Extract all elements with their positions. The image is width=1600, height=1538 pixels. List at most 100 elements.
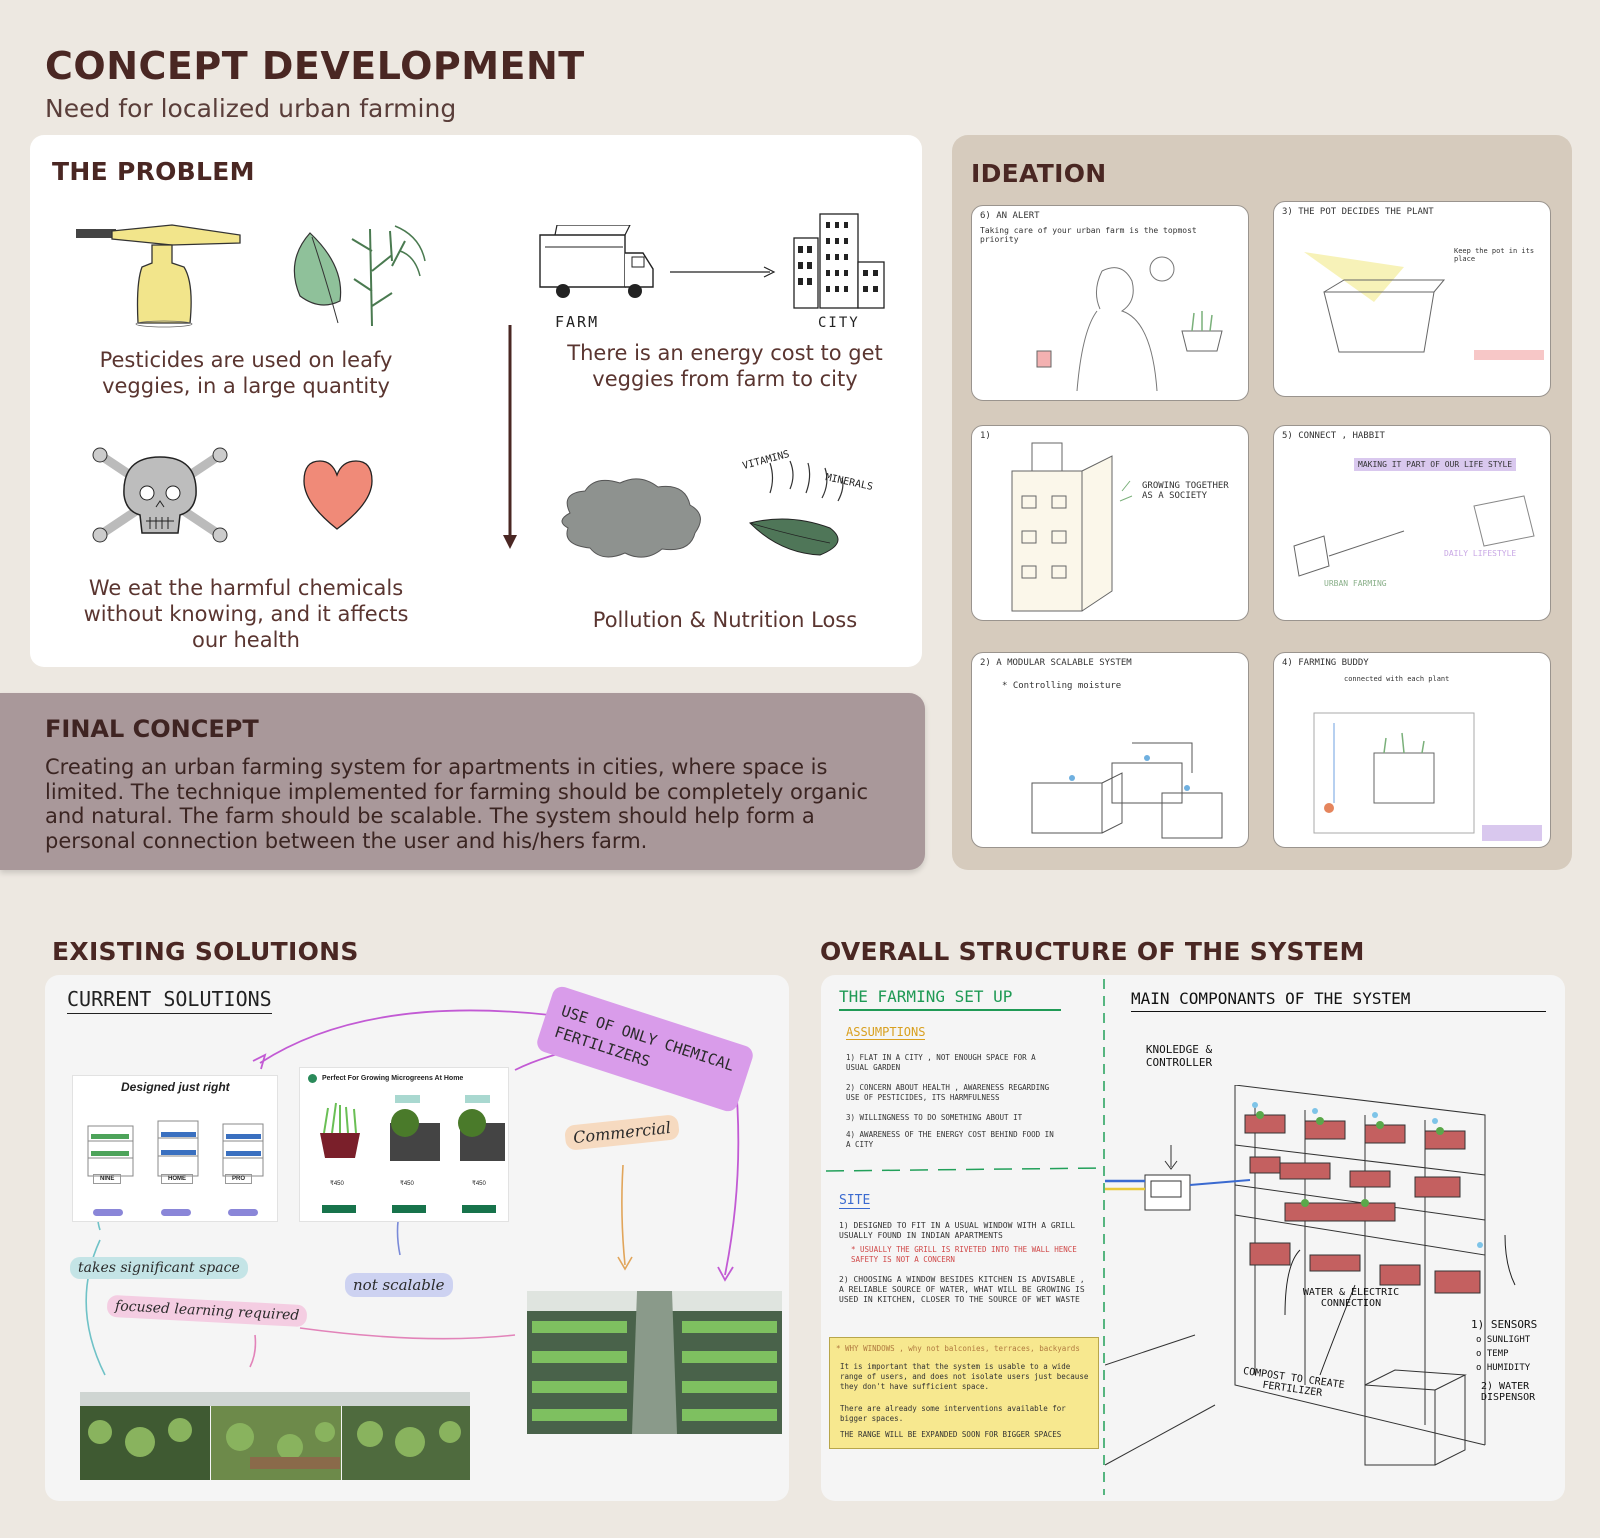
assumptions-title: ASSUMPTIONS: [846, 1025, 926, 1040]
overall-structure-heading: OVERALL STRUCTURE OF THE SYSTEM: [820, 937, 1365, 966]
problem-heading: THE PROBLEM: [52, 157, 255, 186]
why-windows-title: * WHY WINDOWS , why not balconies, terra…: [836, 1344, 1080, 1353]
why-windows-line: There are already some interventions ava…: [840, 1404, 1066, 1423]
product-card-stacked-racks: Designed just right NINE HOME PRO: [72, 1075, 278, 1222]
site-item: 1) DESIGNED TO FIT IN A USUAL WINDOW WIT…: [839, 1221, 1076, 1240]
scalable-note: not scalable: [345, 1273, 453, 1297]
health-caption: We eat the harmful chemicals without kno…: [83, 576, 409, 652]
ideation-sketch-label: 1): [980, 431, 991, 441]
ideation-sketch-label: 6) AN ALERT: [980, 211, 1040, 221]
spray-bottle-icon: [76, 224, 241, 328]
assumption-item: 3) WILLINGNESS TO DO SOMETHING ABOUT IT: [846, 1113, 1023, 1122]
current-solutions-title: CURRENT SOLUTIONS: [67, 987, 272, 1014]
final-concept-body: Creating an urban farming system for apa…: [45, 755, 869, 853]
farm-to-city-arrow: [670, 266, 776, 278]
problem-card: THE PROBLEM Pesticides are used on leafy…: [30, 135, 922, 667]
sensor-item: o TEMP: [1476, 1349, 1509, 1359]
product-card-title: Designed just right: [121, 1080, 230, 1094]
smoke-cloud-icon: [561, 478, 701, 558]
greenhouse-photo-strip: [80, 1392, 470, 1480]
ideation-sketch-label: 4) FARMING BUDDY: [1282, 658, 1369, 668]
microgreens-images: [320, 1095, 505, 1161]
connect-sketch-icon: URBAN FARMING DAILY LIFESTYLE: [1293, 495, 1535, 588]
city-label: CITY: [818, 315, 860, 331]
existing-solutions-heading: EXISTING SOLUTIONS: [52, 937, 359, 966]
water-connection-label: WATER & ELECTRIC CONNECTION: [1302, 1287, 1400, 1309]
price-label: ₹450: [472, 1181, 486, 1187]
ideation-sketch-note: GROWING TOGETHER AS A SOCIETY: [1142, 481, 1229, 501]
farm-label: FARM: [555, 313, 600, 331]
assumption-item: 4) AWARENESS OF THE ENERGY COST BEHIND F…: [846, 1130, 1054, 1149]
add-to-cart-button[interactable]: [392, 1205, 426, 1213]
pesticide-caption: Pesticides are used on leafy veggies, in…: [99, 348, 393, 398]
sensor-item: o HUMIDITY: [1476, 1363, 1531, 1373]
tier-label: PRO: [225, 1174, 253, 1184]
price-label: ₹450: [330, 1181, 344, 1187]
rack-images: [87, 1120, 264, 1177]
existing-solutions-board: CURRENT SOLUTIONS USE OF ONLY CHEMICAL F…: [45, 975, 789, 1501]
site-title: SITE: [839, 1193, 871, 1209]
ideation-sketch-society: 1) GROWING TOGETHER AS A SOCIETY: [971, 425, 1249, 621]
ideation-sketch-alert: 6) AN ALERT Taking care of your urban fa…: [971, 205, 1249, 401]
ideation-sketch-modular: 2) A MODULAR SCALABLE SYSTEM * Controlli…: [971, 652, 1249, 848]
svg-text:URBAN FARMING: URBAN FARMING: [1324, 579, 1387, 588]
tier-label: HOME: [161, 1174, 193, 1184]
sensor-item: o SUNLIGHT: [1476, 1335, 1531, 1345]
problem-divider-arrow: [503, 325, 517, 549]
truck-icon: [539, 225, 654, 298]
ideation-sketch-buddy: 4) FARMING BUDDY connected with each pla…: [1273, 652, 1551, 848]
ideation-sketch-note: connected with each plant: [1344, 675, 1450, 683]
final-concept-title: FINAL CONCEPT: [45, 715, 259, 743]
pot-sketch-icon: [1304, 252, 1544, 360]
ideation-sketch-note: Keep the pot in its place: [1454, 247, 1535, 263]
page-title: CONCEPT DEVELOPMENT: [45, 44, 585, 88]
ideation-sketch-label: 2) A MODULAR SCALABLE SYSTEM: [980, 658, 1132, 668]
site-item: 2) CHOOSING A WINDOW BESIDES KITCHEN IS …: [839, 1275, 1085, 1304]
product-card-title: Perfect For Growing Microgreens At Home: [322, 1075, 464, 1082]
final-concept-card: FINAL CONCEPT Creating an urban farming …: [0, 693, 925, 870]
sensors-label: 1) SENSORS: [1471, 1318, 1538, 1331]
city-buildings-icon: [793, 213, 885, 309]
ideation-card: IDEATION 6) AN ALERT Taking care of your…: [952, 135, 1572, 870]
space-note: takes significant space: [70, 1257, 248, 1279]
ideation-sketch-habbit: 5) CONNECT , HABBIT MAKING IT PART OF OU…: [1273, 425, 1551, 621]
assumption-item: 1) FLAT IN A CITY , NOT ENOUGH SPACE FOR…: [846, 1053, 1036, 1072]
wilting-leaves-icon: [749, 460, 844, 556]
buy-button[interactable]: [228, 1209, 258, 1216]
vertical-farm-photo: [527, 1291, 782, 1434]
energy-cost-caption: There is an energy cost to get veggies f…: [567, 341, 883, 391]
assumption-item: 2) CONCERN ABOUT HEALTH , AWARENESS REGA…: [846, 1083, 1050, 1102]
why-windows-note: * WHY WINDOWS , why not balconies, terra…: [829, 1337, 1099, 1449]
page-subtitle: Need for localized urban farming: [45, 94, 457, 123]
why-windows-line: It is important that the system is usabl…: [840, 1362, 1089, 1391]
add-to-cart-button[interactable]: [322, 1205, 356, 1213]
heart-icon: [303, 460, 373, 530]
controller-label: KNOLEDGE & CONTROLLER: [1145, 1043, 1213, 1069]
leafy-greens-icon: [293, 225, 426, 327]
water-dispensor-label: 2) WATER DISPENSOR: [1481, 1381, 1536, 1403]
dashed-dividers: [825, 979, 1105, 1495]
price-label: ₹450: [400, 1181, 414, 1187]
ideation-heading: IDEATION: [971, 159, 1107, 188]
farming-setup-title: THE FARMING SET UP: [839, 987, 1061, 1011]
ideation-sketch-label: 3) THE POT DECIDES THE PLANT: [1282, 207, 1434, 217]
pollution-caption: Pollution & Nutrition Loss: [592, 608, 858, 632]
why-windows-line: THE RANGE WILL BE EXPANDED SOON FOR BIGG…: [840, 1430, 1062, 1439]
site-note: * USUALLY THE GRILL IS RIVETED INTO THE …: [851, 1245, 1077, 1264]
check-icon: [308, 1074, 317, 1083]
skull-crossbones-icon: [92, 447, 228, 543]
modular-sketch-icon: [1031, 742, 1223, 839]
svg-text:DAILY LIFESTYLE: DAILY LIFESTYLE: [1444, 549, 1516, 558]
system-components-sketch: [1105, 1085, 1516, 1466]
buy-button[interactable]: [93, 1209, 123, 1216]
buy-button[interactable]: [161, 1209, 191, 1216]
ideation-sketch-pot: 3) THE POT DECIDES THE PLANT Keep the po…: [1273, 201, 1551, 397]
add-to-cart-button[interactable]: [462, 1205, 496, 1213]
structure-board: THE FARMING SET UP ASSUMPTIONS 1) FLAT I…: [821, 975, 1565, 1501]
ideation-sketch-note: Taking care of your urban farm is the to…: [980, 226, 1197, 244]
person-sketch-icon: [1036, 256, 1223, 391]
ideation-sketch-label: 5) CONNECT , HABBIT: [1282, 431, 1385, 441]
main-components-title: MAIN COMPONANTS OF THE SYSTEM: [1131, 989, 1546, 1012]
product-card-microgreens: Perfect For Growing Microgreens At Home …: [299, 1067, 509, 1222]
building-sketch-icon: [1011, 442, 1133, 612]
